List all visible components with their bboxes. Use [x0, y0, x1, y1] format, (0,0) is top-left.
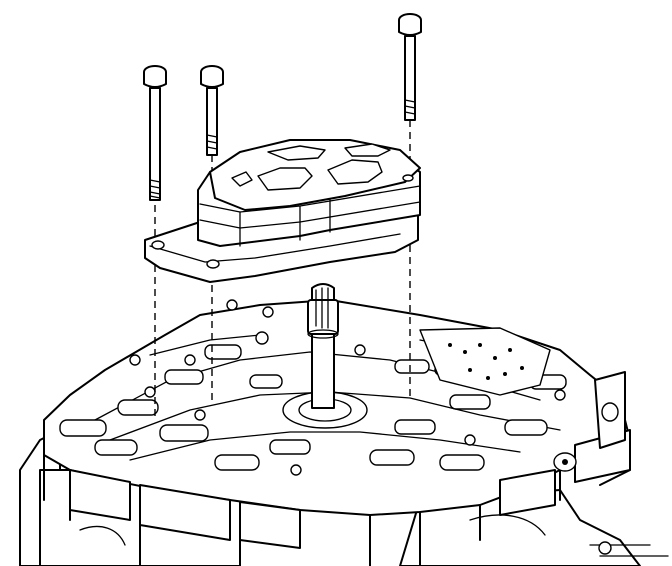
separator-plate — [419, 327, 551, 396]
side-fitting — [553, 402, 619, 472]
bolt-middle — [200, 65, 224, 156]
bolt-right — [398, 13, 422, 121]
cover-plate — [144, 139, 421, 283]
bolt-left — [143, 65, 167, 201]
shaft — [307, 283, 339, 409]
valve-body — [43, 299, 631, 566]
